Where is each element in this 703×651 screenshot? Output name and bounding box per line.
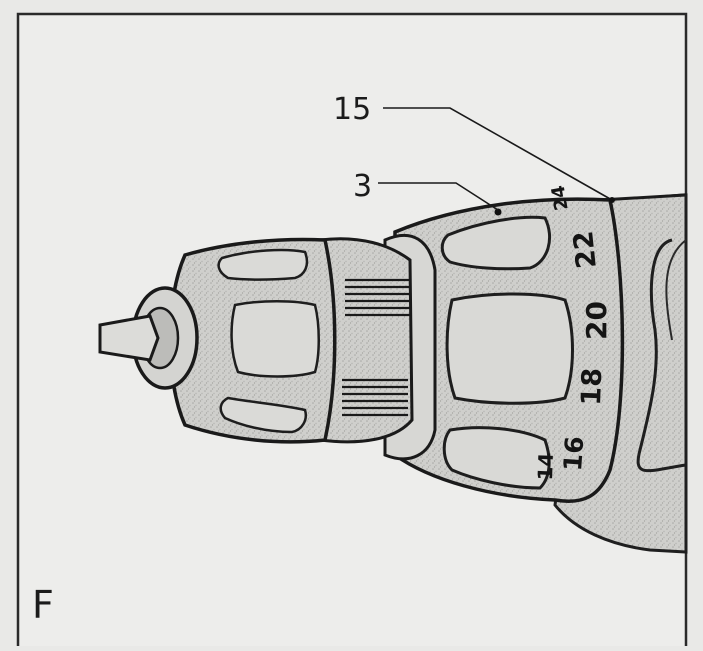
torque-mark-14: 14 [533, 452, 558, 481]
callout-label-15: 15 [333, 92, 372, 127]
leader-3 [378, 182, 499, 211]
leader-15-dot [609, 197, 615, 203]
torque-mark-22: 22 [568, 229, 603, 270]
torque-mark-16: 16 [558, 435, 590, 473]
torque-mark-24: 24 [547, 183, 573, 212]
sleeve-ridges-top [345, 278, 410, 317]
sleeve-ridges-bottom [342, 378, 408, 417]
torque-mark-18: 18 [576, 367, 609, 407]
torque-ring-marker [494, 208, 502, 216]
callout-leaders [378, 107, 687, 211]
leader-15 [383, 107, 687, 201]
torque-mark-20: 20 [580, 301, 613, 340]
callout-label-3: 3 [353, 169, 373, 204]
chuck-nose [98, 286, 199, 390]
chuck-sleeve [318, 237, 414, 444]
figure-letter: F [32, 583, 54, 627]
